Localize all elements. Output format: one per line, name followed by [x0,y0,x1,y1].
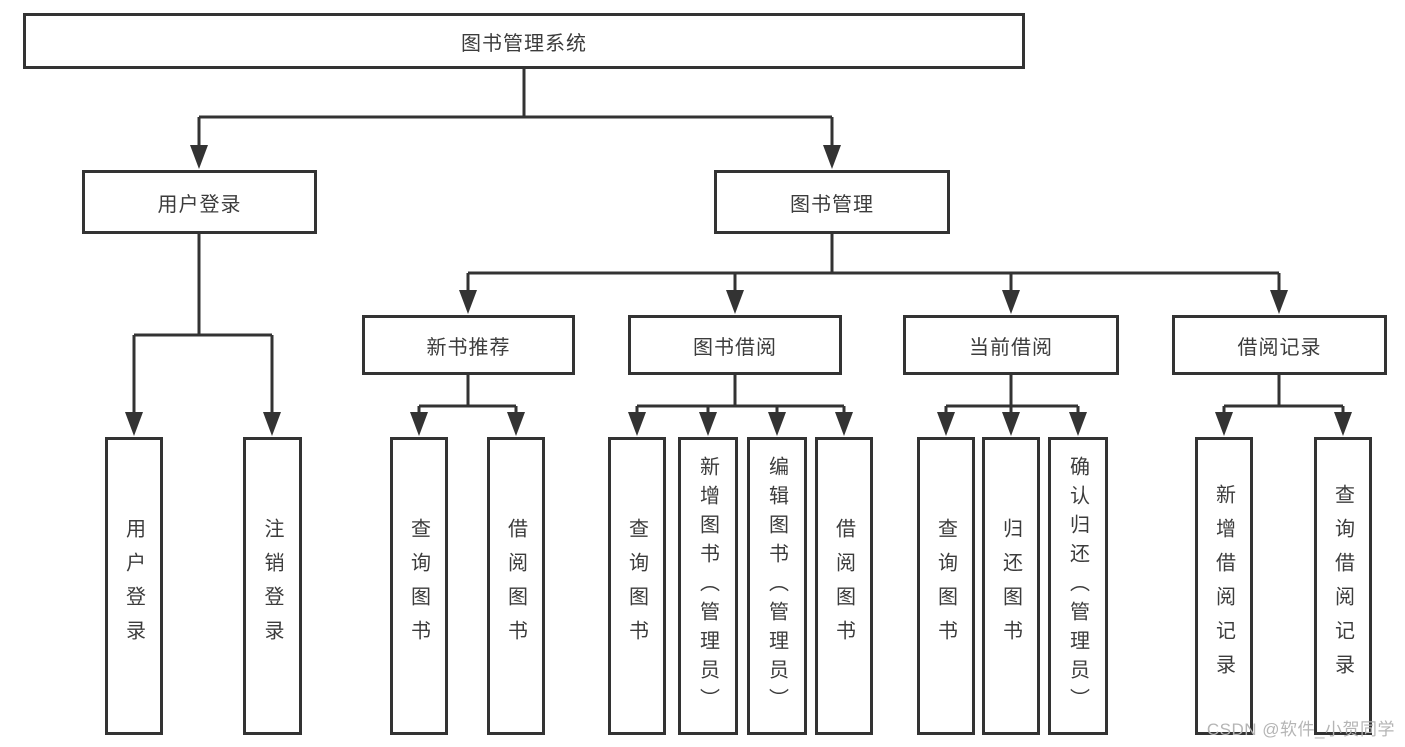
leaf-cb-return-books: 归还图书 [982,437,1040,735]
leaf-logout: 注销登录 [243,437,302,735]
node-book-management: 图书管理 [714,170,950,234]
leaf-br-add-record: 新增借阅记录 [1195,437,1253,735]
leaf-br-query-record: 查询借阅记录 [1314,437,1372,735]
node-new-book-recommendation: 新书推荐 [362,315,575,375]
leaf-cb-query-books: 查询图书 [917,437,975,735]
node-current-borrowing: 当前借阅 [903,315,1119,375]
leaf-cb-confirm-return-admin: 确认归还（管理员） [1048,437,1108,735]
watermark: CSDN @软件_小贺同学 [1206,720,1395,739]
leaf-nbr-query-books: 查询图书 [390,437,448,735]
leaf-bb-query-books: 查询图书 [608,437,666,735]
node-book-borrowing: 图书借阅 [628,315,842,375]
leaf-user-login: 用户登录 [105,437,163,735]
leaf-bb-borrow-books: 借阅图书 [815,437,873,735]
leaf-bb-add-books-admin: 新增图书（管理员） [678,437,738,735]
leaf-nbr-borrow-books: 借阅图书 [487,437,545,735]
node-user-login: 用户登录 [82,170,317,234]
leaf-bb-edit-books-admin: 编辑图书（管理员） [747,437,807,735]
node-borrowing-records: 借阅记录 [1172,315,1387,375]
node-root: 图书管理系统 [23,13,1025,69]
